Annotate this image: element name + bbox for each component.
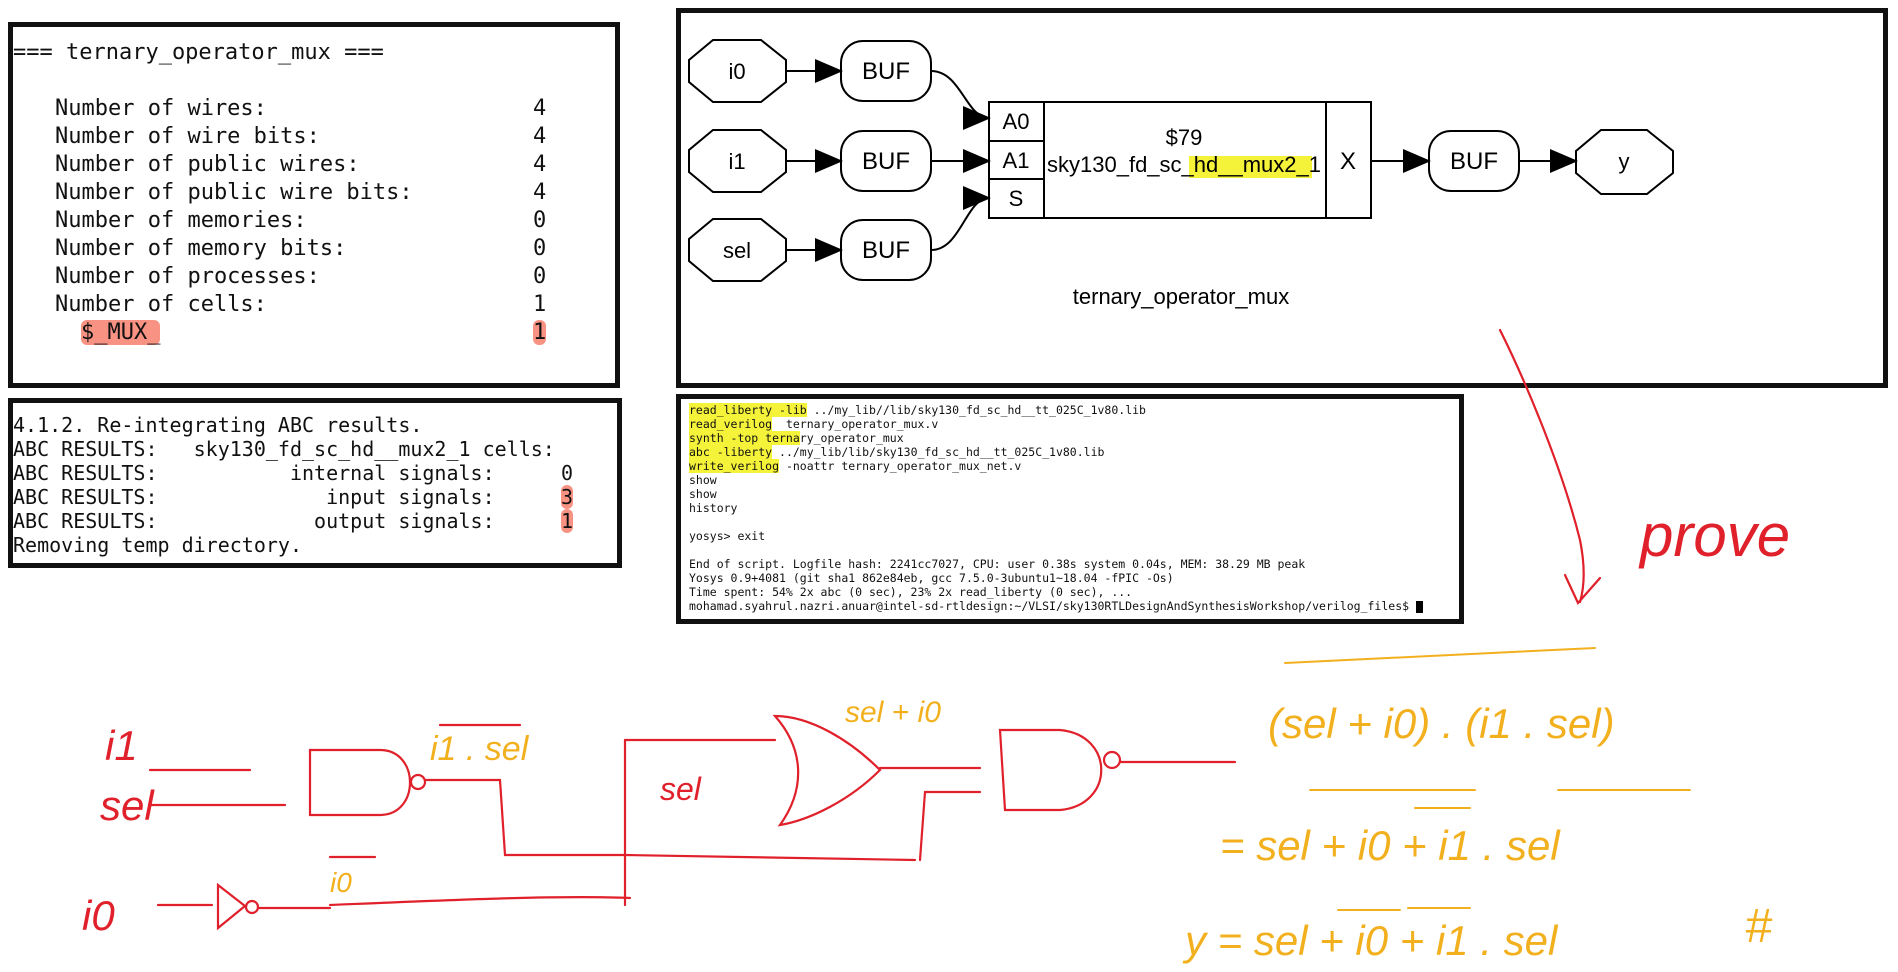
terminal-line: End of script. Logfile hash: 2241cc7027,… — [689, 557, 1306, 571]
prove-label: prove — [1638, 502, 1790, 569]
i0-bar-label: i0 — [330, 867, 352, 898]
stat-row-label: Number of wire bits: — [55, 124, 320, 149]
stat-row-label: Number of cells: — [55, 292, 267, 317]
stat-row-value: 1 — [533, 292, 547, 317]
abc-line: ABC RESULTS: internal signals: — [13, 461, 495, 485]
nand-gate — [998, 728, 1103, 812]
stat-row-label: Number of public wires: — [55, 152, 360, 177]
port-x-label: X — [1340, 148, 1356, 175]
output-port-y — [1575, 129, 1674, 195]
highlighted-command: write_verilog — [689, 459, 780, 473]
stat-row-label: Number of wires: — [55, 96, 267, 121]
highlighted-command: read_verilog — [689, 417, 773, 431]
expression-line-2: = sel + i0 + i1 . sel — [1220, 822, 1561, 869]
stat-row-value: 0 — [533, 236, 547, 261]
terminal-line: show — [689, 473, 717, 487]
abc-line: ABC RESULTS: output signals: — [13, 509, 495, 533]
stat-row-value: 0 — [533, 208, 547, 233]
highlighted-command: synth -top terna — [689, 431, 800, 445]
input-port-i0 — [688, 39, 787, 103]
or-gate — [772, 714, 882, 827]
terminal-line — [689, 515, 1451, 529]
terminal-line: Yosys 0.9+4081 (git sha1 862e84eb, gcc 7… — [689, 571, 1174, 585]
buf-label: BUF — [862, 58, 910, 85]
terminal-line: Time spent: 54% 2x abc (0 sec), 23% 2x r… — [689, 585, 1133, 599]
stat-row-value: 0 — [533, 264, 547, 289]
abc-output-count: 1 — [561, 509, 574, 533]
output-label: y — [1619, 149, 1630, 174]
port-a0-label: A0 — [1003, 109, 1030, 134]
buf-label: BUF — [1450, 148, 1498, 175]
port-a1-label: A1 — [1003, 148, 1030, 173]
qed-mark: # — [1745, 900, 1773, 953]
stat-row-label: Number of public wire bits: — [55, 180, 413, 205]
nand-bubble — [1102, 750, 1122, 770]
stat-row-label: Number of memories: — [55, 208, 307, 233]
terminal-line: synth -top ternary_operator_mux — [689, 431, 904, 445]
mux-cell-count: 1 — [533, 320, 547, 345]
stat-row-label: Number of processes: — [55, 264, 320, 289]
and-gate — [308, 748, 411, 817]
mux-cell-name: $_MUX_ — [81, 320, 161, 345]
schematic-svg: i0 i1 sel BUF BUF BUF A0 A1 S $79 sky130… — [688, 39, 1674, 309]
stat-panel: === ternary_operator_mux === Number of w… — [8, 22, 620, 388]
terminal-line: read_verilog ternary_operator_mux.v — [689, 417, 939, 431]
label-sel-mid: sel — [660, 771, 702, 807]
and-output-label: i1 . sel — [430, 730, 530, 768]
abc-internal-count: 0 — [561, 461, 574, 485]
or-output-label: sel + i0 — [845, 696, 941, 729]
stat-row-value: 4 — [533, 180, 547, 205]
terminal-line: read_liberty -lib ../my_lib//lib/sky130_… — [689, 403, 1146, 417]
input-label: sel — [723, 238, 751, 263]
label-i1: i1 — [105, 722, 138, 769]
label-i0: i0 — [82, 892, 115, 939]
terminal-line: history — [689, 501, 738, 515]
not-bubble — [244, 899, 260, 915]
abc-results-panel: 4.1.2. Re-integrating ABC results. ABC R… — [8, 398, 622, 568]
terminal-line: yosys> exit — [689, 529, 766, 543]
terminal-prompt[interactable]: mohamad.syahrul.nazri.anuar@intel-sd-rtl… — [689, 599, 1451, 613]
label-sel: sel — [100, 782, 155, 829]
terminal-panel: read_liberty -lib ../my_lib//lib/sky130_… — [676, 394, 1464, 624]
input-label: i0 — [728, 59, 745, 84]
terminal-line: show — [689, 487, 717, 501]
abc-line: ABC RESULTS: input signals: — [13, 485, 495, 509]
port-s-label: S — [1009, 186, 1024, 211]
cell-id: $79 — [1166, 125, 1203, 150]
input-label: i1 — [728, 149, 745, 174]
stat-header: === ternary_operator_mux === — [13, 40, 384, 65]
terminal-cursor — [1415, 600, 1423, 613]
input-port-i1 — [688, 129, 787, 193]
abc-line: Removing temp directory. — [13, 533, 302, 557]
stat-row-value: 4 — [533, 124, 547, 149]
terminal-line: abc -liberty ../my_lib/lib/sky130_fd_sc_… — [689, 445, 1105, 459]
stat-row-value: 4 — [533, 152, 547, 177]
nand-bubble — [409, 773, 427, 791]
stat-row-label: Number of memory bits: — [55, 236, 347, 261]
buf-label: BUF — [862, 148, 910, 175]
schematic-panel: i0 i1 sel BUF BUF BUF A0 A1 S $79 sky130… — [676, 8, 1888, 388]
stat-row-value: 4 — [533, 96, 547, 121]
schematic-caption: ternary_operator_mux — [1073, 284, 1289, 309]
input-port-sel — [688, 218, 787, 282]
cell-type: sky130_fd_sc_hd__mux2_1 — [1047, 152, 1321, 177]
expression-line-1: (sel + i0) . (i1 . sel) — [1268, 700, 1615, 747]
terminal-line: write_verilog -noattr ternary_operator_m… — [689, 459, 1022, 473]
buf-label: BUF — [862, 237, 910, 264]
expression-line-3: y = sel + i0 + i1 . sel — [1182, 917, 1559, 964]
abc-line: 4.1.2. Re-integrating ABC results. — [13, 413, 423, 437]
terminal-line — [689, 543, 1451, 557]
abc-line: ABC RESULTS: sky130_fd_sc_hd__mux2_1 cel… — [13, 437, 555, 461]
abc-input-count: 3 — [561, 485, 574, 509]
not-gate — [216, 882, 247, 931]
highlighted-command: read_liberty -lib — [689, 403, 807, 417]
highlighted-command: abc -liberty — [689, 445, 773, 459]
